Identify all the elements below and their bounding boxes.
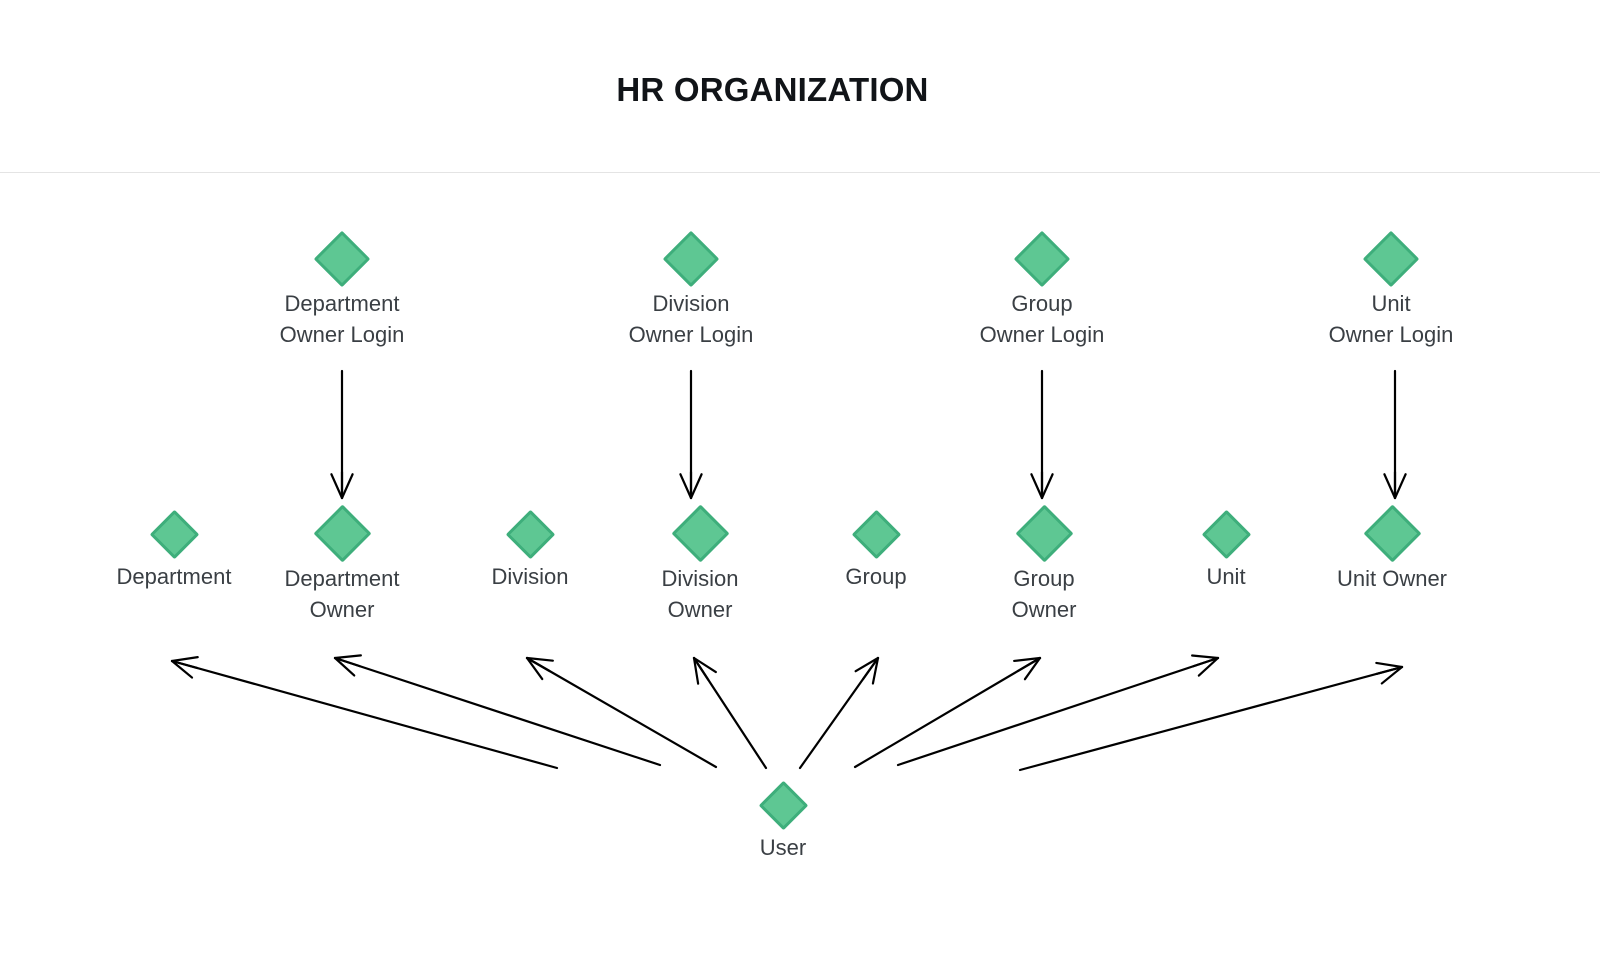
edge-unit-owner-login-to-unit-owner — [1383, 369, 1407, 500]
node-division[interactable]: Division — [400, 509, 660, 592]
node-unit[interactable]: Unit — [1096, 509, 1356, 592]
node-group-owner-login[interactable]: Group Owner Login — [912, 230, 1172, 350]
edge-dept-owner-login-to-dept-owner — [330, 369, 354, 500]
diamond-icon — [313, 504, 371, 563]
diamond-icon — [671, 504, 729, 563]
edge-user-to-unit — [896, 654, 1220, 767]
diamond-icon — [1201, 509, 1251, 560]
diamond-icon — [505, 509, 555, 560]
diamond-icon — [662, 230, 720, 288]
edge-div-owner-login-to-div-owner — [679, 369, 703, 500]
node-department-owner-login[interactable]: Department Owner Login — [212, 230, 472, 350]
node-label: Group — [845, 564, 907, 589]
node-label: User — [759, 835, 807, 860]
edge-user-to-unit-owner — [1018, 661, 1404, 772]
diamond-icon — [851, 509, 901, 560]
page-header: HR ORGANIZATION — [0, 0, 1600, 173]
node-label: Group Owner — [1011, 566, 1077, 622]
diagram-canvas[interactable]: Department Owner Login Division Owner Log… — [0, 173, 1600, 953]
node-division-owner[interactable]: Division Owner — [570, 504, 830, 625]
diamond-icon — [313, 230, 371, 288]
node-label: Division — [491, 564, 569, 589]
node-division-owner-login[interactable]: Division Owner Login — [561, 230, 821, 350]
diamond-icon — [1015, 504, 1073, 563]
edge-user-to-department — [170, 656, 559, 770]
diamond-icon — [758, 780, 808, 831]
page-title: HR ORGANIZATION — [616, 71, 929, 108]
node-label: Division Owner Login — [628, 291, 754, 347]
edge-user-to-division-owner — [692, 656, 768, 770]
diamond-icon — [1013, 230, 1071, 288]
node-label: Unit Owner — [1336, 566, 1448, 591]
node-user[interactable]: User — [653, 780, 913, 863]
edge-user-to-group — [798, 656, 880, 770]
node-label: Department — [116, 564, 232, 589]
node-group[interactable]: Group — [746, 509, 1006, 592]
node-label: Unit — [1206, 564, 1246, 589]
node-label: Unit Owner Login — [1328, 291, 1454, 347]
edge-user-to-department-owner — [333, 654, 662, 767]
diamond-icon — [149, 509, 199, 560]
node-label: Division Owner — [661, 566, 739, 622]
node-department[interactable]: Department — [44, 509, 304, 592]
header-divider — [0, 172, 1600, 173]
node-unit-owner[interactable]: Unit Owner — [1262, 504, 1522, 594]
edge-user-to-group-owner — [853, 656, 1042, 769]
diamond-icon — [1362, 230, 1420, 288]
node-group-owner[interactable]: Group Owner — [914, 504, 1174, 625]
node-unit-owner-login[interactable]: Unit Owner Login — [1261, 230, 1521, 350]
node-department-owner[interactable]: Department Owner — [212, 504, 472, 625]
edge-user-to-division — [525, 656, 718, 769]
node-label: Group Owner Login — [979, 291, 1105, 347]
diamond-icon — [1363, 504, 1421, 563]
edge-grp-owner-login-to-grp-owner — [1030, 369, 1054, 500]
node-label: Department Owner Login — [279, 291, 405, 347]
node-label: Department Owner — [284, 566, 400, 622]
